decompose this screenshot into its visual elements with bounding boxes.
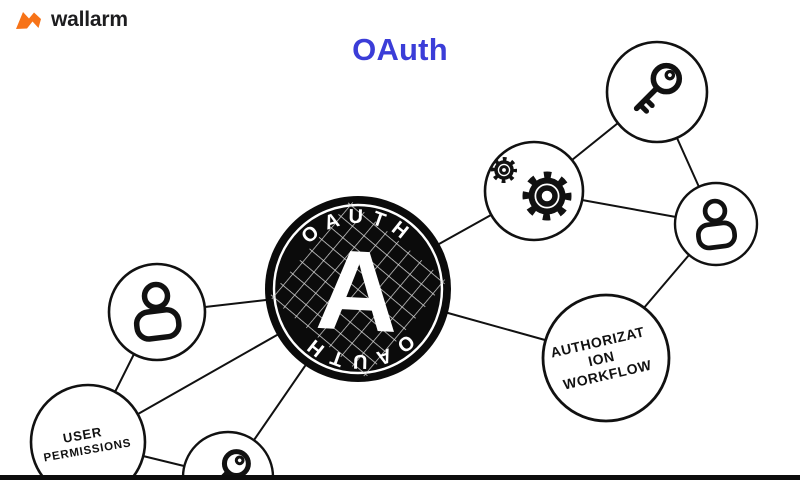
node-user-right (673, 181, 759, 267)
edge-user-permissions-key-bottom (142, 455, 185, 467)
node-key-bottom (181, 430, 275, 480)
page-title: OAuth (352, 32, 448, 67)
node-authorization-workflow: AUTHORIZAT ION WORKFLOW (541, 293, 671, 423)
badge-hatch-pattern (269, 200, 447, 378)
badge-letter: A (313, 226, 402, 357)
wallarm-logo-icon (16, 12, 41, 29)
badge-ring (272, 203, 444, 375)
bottom-bar (0, 475, 800, 480)
gears-icon (491, 157, 572, 221)
person-icon (133, 281, 182, 342)
wallarm-logo: wallarm (14, 8, 128, 32)
node-user-left (107, 262, 207, 362)
edge-badge-user-permissions (137, 334, 278, 415)
key-icon (633, 62, 683, 114)
header: wallarm OAuth (0, 0, 800, 80)
brand-text: wallarm (51, 8, 128, 31)
edge-key-top-user-right (676, 137, 700, 188)
node-key-top (605, 40, 709, 144)
edge-key-bottom-badge (253, 365, 306, 441)
edge-badge-gears (438, 214, 492, 245)
person-icon (695, 198, 738, 251)
edge-user-right-workflow (642, 254, 690, 310)
node-gears (483, 140, 585, 242)
node-user-permissions: USER PERMISSIONS (29, 383, 147, 480)
edge-gears-key-top (571, 122, 619, 161)
edge-badge-user-left (204, 299, 267, 308)
edge-badge-workflow (447, 312, 546, 341)
edge-gears-user-right (581, 199, 677, 218)
edge-user-left-user-permissions (114, 353, 135, 393)
connection-lines (114, 122, 700, 467)
oauth-badge: A OAUTH OAUTH (265, 196, 451, 382)
